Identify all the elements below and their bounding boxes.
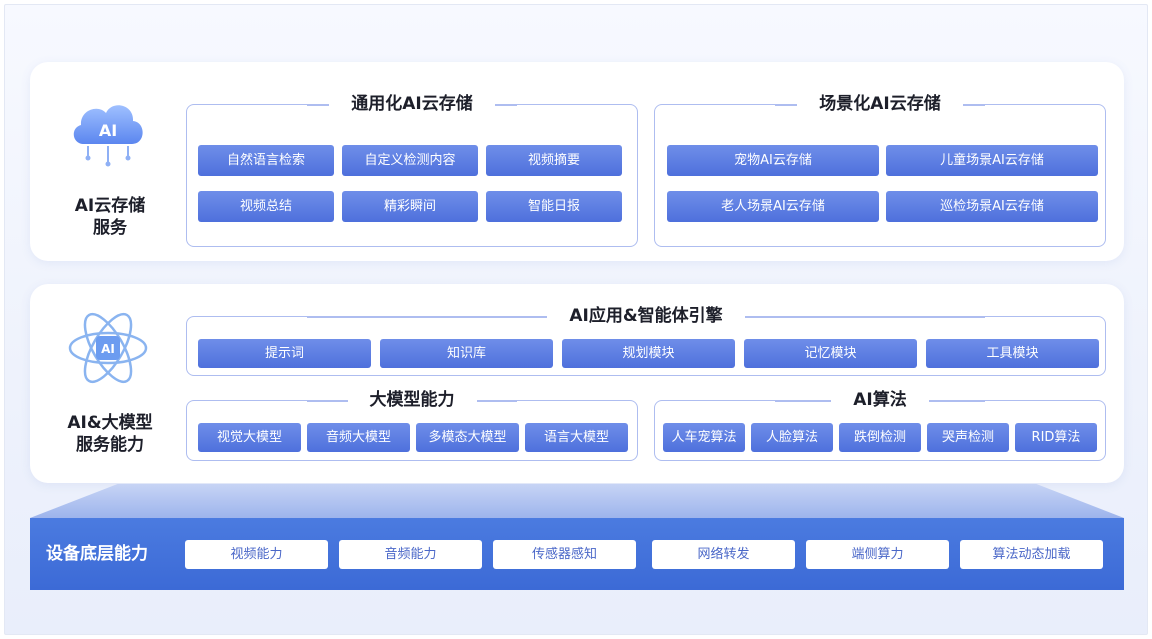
chip: 精彩瞬间 [342,191,478,222]
chip: 知识库 [380,339,553,368]
group-scenario-ai-cloud-storage: 场景化AI云存储 宠物AI云存储 儿童场景AI云存储 老人场景AI云存储 巡检场… [654,94,1106,247]
chip: RID算法 [1015,423,1097,452]
chip: 音频大模型 [307,423,410,452]
chip: 人脸算法 [751,423,833,452]
chip: 语言大模型 [525,423,628,452]
chip: 多模态大模型 [416,423,519,452]
layer2-label-line1: AI&大模型 [67,413,153,433]
chip: 人车宠算法 [663,423,745,452]
chip: 视频总结 [198,191,334,222]
chip: 智能日报 [486,191,622,222]
ai-cloud-storage-layer: AI AI云存储 服务 通用化AI云存储 自然语言检索 自定义检测内容 视频摘要… [30,62,1124,261]
base-chip: 传感器感知 [493,540,636,569]
chip: 视频摘要 [486,145,622,176]
chip: 老人场景AI云存储 [667,191,879,222]
chip: 跌倒检测 [839,423,921,452]
group-large-model-capability: 大模型能力 视觉大模型 音频大模型 多模态大模型 语言大模型 [186,390,638,461]
device-base-layer: 设备底层能力 视频能力 音频能力 传感器感知 网络转发 端侧算力 算法动态加载 [30,518,1124,590]
chip: 巡检场景AI云存储 [886,191,1098,222]
chip: 工具模块 [926,339,1099,368]
chip: 宠物AI云存储 [667,145,879,176]
base-chip: 算法动态加载 [960,540,1103,569]
chip: 自然语言检索 [198,145,334,176]
chip: 视觉大模型 [198,423,301,452]
chip: 记忆模块 [744,339,917,368]
layer2-label: AI&大模型 服务能力 [40,412,180,456]
chip: 儿童场景AI云存储 [886,145,1098,176]
base-platform-top [30,484,1124,518]
group-title: 大模型能力 [187,388,637,412]
group-title: 场景化AI云存储 [655,92,1105,116]
chip: 提示词 [198,339,371,368]
layer1-label-line2: 服务 [93,218,127,238]
group-title: AI算法 [655,388,1105,412]
base-chip: 端侧算力 [806,540,949,569]
ai-cloud-icon-text: AI [99,121,117,140]
chip: 规划模块 [562,339,735,368]
group-ai-algorithms: AI算法 人车宠算法 人脸算法 跌倒检测 哭声检测 RID算法 [654,390,1106,461]
layer1-label-line1: AI云存储 [74,196,146,216]
ai-cloud-icon: AI [73,105,143,167]
ai-large-model-layer: AI AI&大模型 服务能力 AI应用&智能体引擎 提示词 知识库 规划模块 记… [30,284,1124,483]
group-general-ai-cloud-storage: 通用化AI云存储 自然语言检索 自定义检测内容 视频摘要 视频总结 精彩瞬间 智… [186,94,638,247]
base-chip: 视频能力 [185,540,328,569]
ai-atom-icon-text: AI [101,342,115,356]
base-label: 设备底层能力 [46,544,148,564]
base-chip: 网络转发 [652,540,795,569]
group-ai-agent-engine: AI应用&智能体引擎 提示词 知识库 规划模块 记忆模块 工具模块 [186,306,1106,376]
chip: 自定义检测内容 [342,145,478,176]
layer1-label: AI云存储 服务 [40,195,180,239]
layer2-label-line2: 服务能力 [76,435,144,455]
chip: 哭声检测 [927,423,1009,452]
base-chip: 音频能力 [339,540,482,569]
ai-atom-icon: AI [68,312,148,384]
group-title: AI应用&智能体引擎 [187,304,1105,328]
group-title: 通用化AI云存储 [187,92,637,116]
